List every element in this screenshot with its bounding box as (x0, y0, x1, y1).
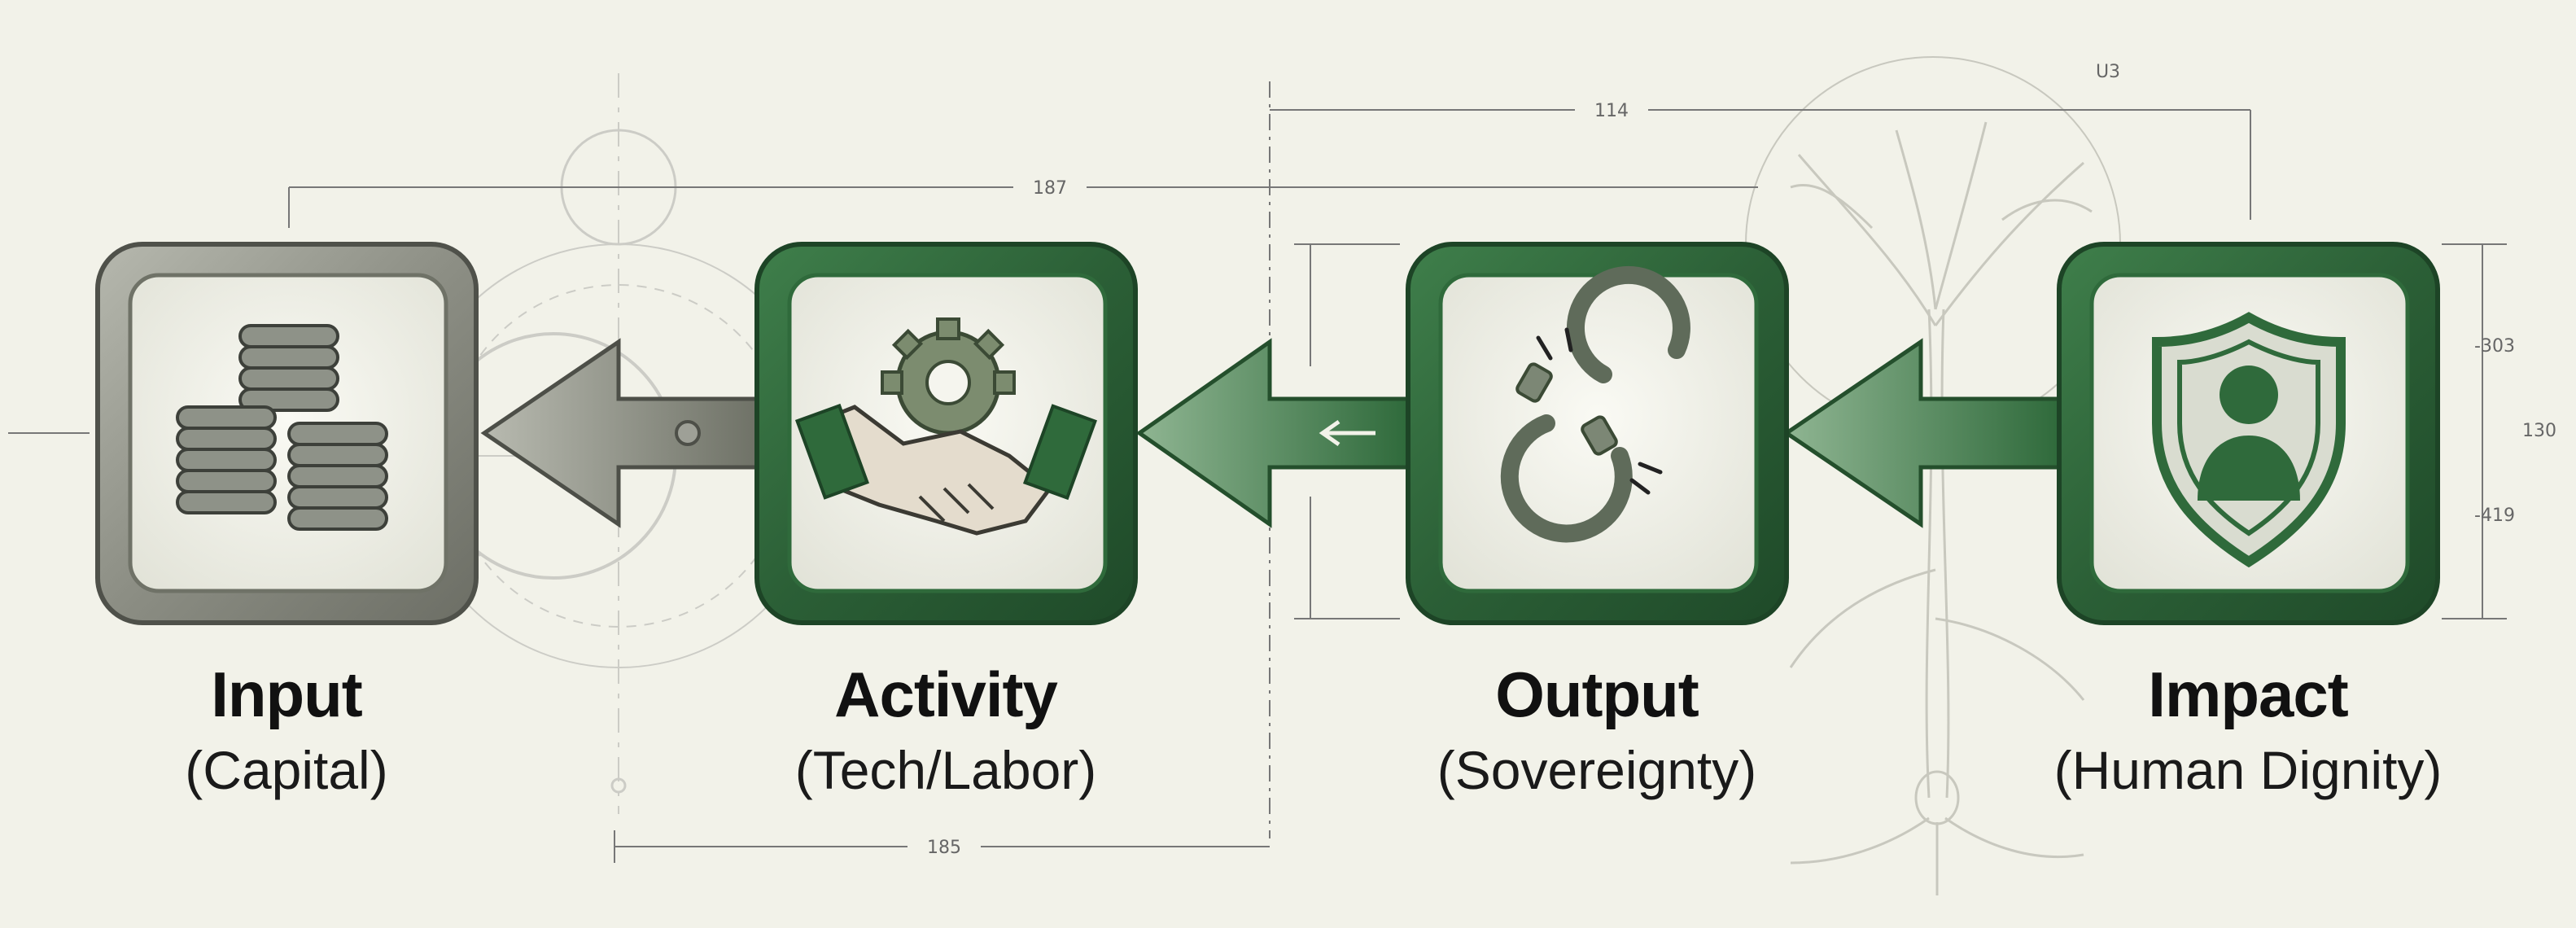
background-tree-sketch (1745, 56, 2121, 895)
dim-label-side-lower: -419 (2474, 506, 2515, 526)
stage-box-impact (2057, 242, 2440, 625)
stage-subtitle-impact: (Human Dignity) (2053, 740, 2443, 800)
coins-stack-icon (176, 324, 388, 531)
stage-subtitle-activity: (Tech/Labor) (794, 740, 1097, 800)
dim-label-top-left: 187 (1033, 178, 1067, 199)
stage-title-input: Input (211, 659, 363, 730)
stage-box-input (95, 242, 479, 625)
stage-title-impact: Impact (2148, 659, 2348, 730)
dim-label-top-right: 114 (1594, 101, 1629, 121)
shield-person-icon (2152, 312, 2346, 568)
dim-label-side-upper: -303 (2474, 336, 2515, 357)
stage-box-output (1406, 242, 1789, 625)
stage-title-activity: Activity (834, 659, 1058, 730)
arrow-output-to-activity (1135, 338, 1410, 528)
stage-box-activity (754, 242, 1138, 625)
handshake-gear-icon (794, 317, 1097, 536)
stage-subtitle-output: (Sovereignty) (1437, 740, 1757, 800)
broken-shackle-icon (1500, 265, 1690, 543)
dimension-labels: 114 187 185 -303 130 -419 U3 (908, 62, 2572, 859)
stage-subtitle-input: (Capital) (185, 740, 388, 800)
dim-label-bottom: 185 (927, 838, 961, 858)
dim-label-side-middle: 130 (2522, 421, 2556, 441)
stage-title-output: Output (1495, 659, 1699, 730)
dim-label-corner: U3 (2096, 62, 2120, 82)
arrow-impact-to-output (1782, 338, 2062, 528)
arrow-activity-to-input (480, 338, 759, 528)
